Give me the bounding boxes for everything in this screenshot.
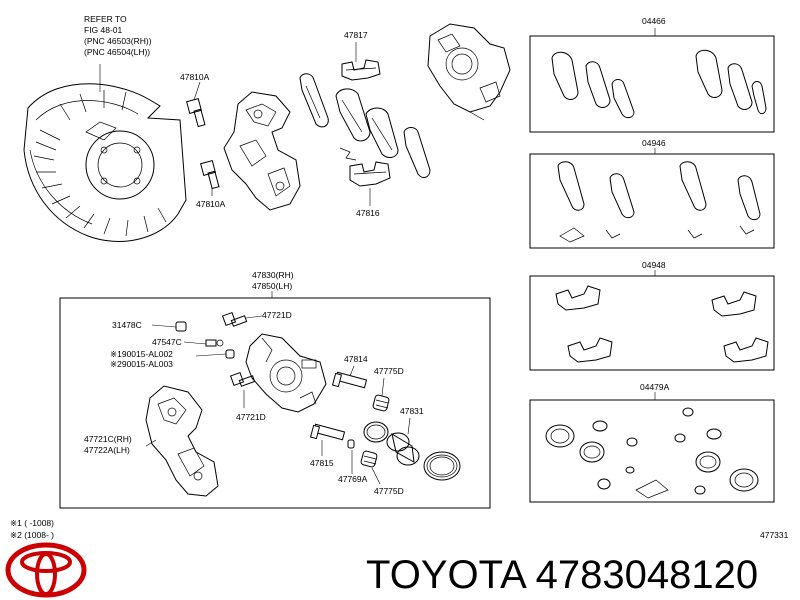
cap-31478c — [175, 321, 187, 332]
label-47815: 47815 — [310, 458, 334, 468]
caliper-bracket — [145, 385, 219, 497]
label-47817: 47817 — [344, 30, 368, 40]
label-47775d-bottom: 47775D — [374, 486, 404, 496]
pad-shim-outer — [299, 73, 329, 128]
kit-label-04946: 04946 — [642, 138, 666, 148]
kit-04948-clips — [555, 285, 769, 363]
anti-rattle-clip-top — [341, 59, 381, 81]
label-290015: ※290015-AL003 — [110, 359, 173, 369]
piston-47831 — [386, 432, 420, 466]
refer-line-1: REFER TO — [84, 14, 127, 24]
bolt-47810a-bottom — [200, 160, 220, 196]
kit-label-04466: 04466 — [642, 16, 666, 26]
brake-pad-right — [365, 107, 399, 158]
guide-pin-47815 — [309, 423, 346, 441]
refer-line-3: (PNC 46503(RH)) — [84, 36, 152, 46]
kit-label-04948: 04948 — [642, 260, 666, 270]
pin-boot-47775d-top — [372, 394, 390, 412]
kit-04946-shims — [557, 161, 761, 243]
label-47814: 47814 — [344, 354, 368, 364]
brake-pad-left — [335, 88, 371, 142]
bushing-47769a — [347, 439, 355, 449]
label-190015: ※190015-AL002 — [110, 349, 173, 359]
caliper-assembly-view — [427, 23, 511, 121]
bolt-47721d-top — [221, 311, 248, 327]
piston-boot — [423, 451, 461, 481]
kit-label-04479a: 04479A — [640, 382, 670, 392]
label-47831: 47831 — [400, 406, 424, 416]
footnote-1: ※1 ( -1008) — [10, 518, 54, 528]
dust-shield — [23, 64, 187, 242]
kit-04479a-seals — [545, 407, 759, 499]
label-47721d-bottom: 47721D — [236, 412, 266, 422]
label-47775d-top: 47775D — [374, 366, 404, 376]
label-31478c: 31478C — [112, 320, 142, 330]
bleeder-cap — [225, 349, 235, 359]
caliper-subassembly-box — [59, 297, 491, 509]
kit-box-04466 — [529, 35, 775, 133]
label-47850-lh: 47850(LH) — [252, 281, 292, 291]
kit-box-04946 — [529, 153, 775, 249]
anti-rattle-clip-bottom — [349, 161, 391, 187]
label-47769a: 47769A — [338, 474, 368, 484]
pin-boot-47775d-bottom — [360, 450, 378, 468]
pad-shim-inner — [403, 127, 431, 178]
bolt-47810a-top — [186, 81, 206, 128]
label-47721d-top: 47721D — [262, 310, 292, 320]
label-47830-rh: 47830(RH) — [252, 270, 294, 280]
bleeder-47547c — [205, 339, 224, 347]
label-47547c: 47547C — [152, 337, 182, 347]
kit-04466-pads — [551, 49, 767, 119]
pad-wear-indicator — [339, 147, 357, 161]
label-47810a-bottom: 47810A — [196, 199, 226, 209]
figure-number: 477331 — [760, 530, 789, 540]
refer-line-2: FIG 48-01 — [84, 25, 123, 35]
refer-line-4: (PNC 46504(LH)) — [84, 47, 150, 57]
toyota-logo-icon — [5, 542, 87, 598]
mounting-bracket — [223, 91, 301, 211]
guide-pin-47814 — [331, 371, 368, 389]
kit-box-04479a — [529, 399, 775, 503]
brand-part-number: TOYOTA 4783048120 — [366, 553, 758, 597]
piston-seal — [363, 421, 389, 443]
footnote-2: ※2 (1008- ) — [10, 530, 54, 540]
kit-box-04948 — [529, 275, 775, 371]
label-47721c-rh: 47721C(RH) — [84, 434, 132, 444]
label-47722a-lh: 47722A(LH) — [84, 445, 130, 455]
label-47810a-top: 47810A — [180, 72, 210, 82]
bolt-47721d-bottom — [229, 371, 256, 387]
caliper-body — [245, 333, 327, 413]
label-47816: 47816 — [356, 208, 380, 218]
